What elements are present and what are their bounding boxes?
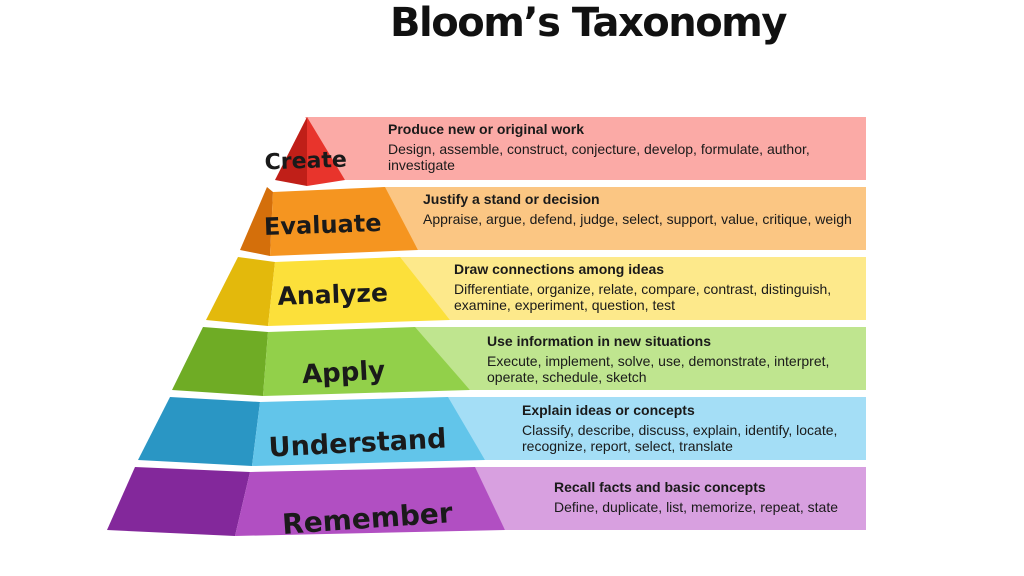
pyramid-side-analyze (206, 257, 275, 326)
band-background-analyze (398, 257, 866, 320)
pyramid-front-understand (252, 397, 485, 466)
band-background-apply (413, 327, 866, 390)
level-band-create: Produce new or original work Design, ass… (0, 117, 1024, 180)
level-heading: Justify a stand or decision (423, 191, 600, 207)
level-label-analyze: Analyze (277, 278, 388, 311)
level-label-evaluate: Evaluate (264, 209, 382, 241)
band-background-remember (473, 467, 866, 530)
level-description-evaluate: Justify a stand or decision Appraise, ar… (423, 191, 862, 227)
pyramid-side-evaluate (240, 187, 273, 256)
pyramid-front-remember (235, 467, 505, 536)
level-verbs: Appraise, argue, defend, judge, select, … (423, 211, 852, 227)
pyramid-front-create (307, 117, 345, 186)
level-verbs: Classify, describe, discuss, explain, id… (522, 422, 838, 454)
pyramid-front-apply (263, 327, 470, 396)
level-heading: Draw connections among ideas (454, 261, 665, 277)
level-label-apply: Apply (301, 356, 386, 390)
level-description-create: Produce new or original work Design, ass… (388, 121, 862, 173)
level-description-analyze: Draw connections among ideas Differentia… (454, 261, 862, 313)
level-heading: Produce new or original work (388, 121, 585, 137)
level-band-understand: Explain ideas or concepts Classify, desc… (0, 397, 1024, 460)
pyramid-front-evaluate (270, 187, 418, 256)
level-heading: Use information in new situations (487, 333, 712, 349)
level-verbs: Execute, implement, solve, use, demonstr… (487, 353, 830, 385)
level-heading: Recall facts and basic concepts (554, 479, 766, 495)
pyramid-side-create (275, 117, 307, 186)
band-background-create (305, 117, 866, 180)
level-label-create: Create (264, 148, 347, 176)
pyramid-side-remember (107, 467, 250, 536)
level-band-apply: Use information in new situations Execut… (0, 327, 1024, 390)
band-background-understand (446, 397, 866, 460)
pyramid-side-understand (138, 397, 260, 466)
level-description-understand: Explain ideas or concepts Classify, desc… (522, 402, 862, 454)
level-verbs: Design, assemble, construct, conjecture,… (388, 141, 810, 173)
level-band-evaluate: Justify a stand or decision Appraise, ar… (0, 187, 1024, 250)
diagram-title: Bloom’s Taxonomy (390, 0, 787, 46)
level-verbs: Differentiate, organize, relate, compare… (454, 281, 832, 313)
level-band-remember: Recall facts and basic concepts Define, … (0, 467, 1024, 530)
level-description-apply: Use information in new situations Execut… (487, 333, 862, 385)
pyramid-side-apply (172, 327, 268, 396)
level-band-analyze: Draw connections among ideas Differentia… (0, 257, 1024, 320)
level-heading: Explain ideas or concepts (522, 402, 695, 418)
level-description-remember: Recall facts and basic concepts Define, … (554, 479, 862, 515)
pyramid-front-analyze (268, 257, 450, 326)
band-background-evaluate (383, 187, 866, 250)
level-verbs: Define, duplicate, list, memorize, repea… (554, 499, 839, 515)
